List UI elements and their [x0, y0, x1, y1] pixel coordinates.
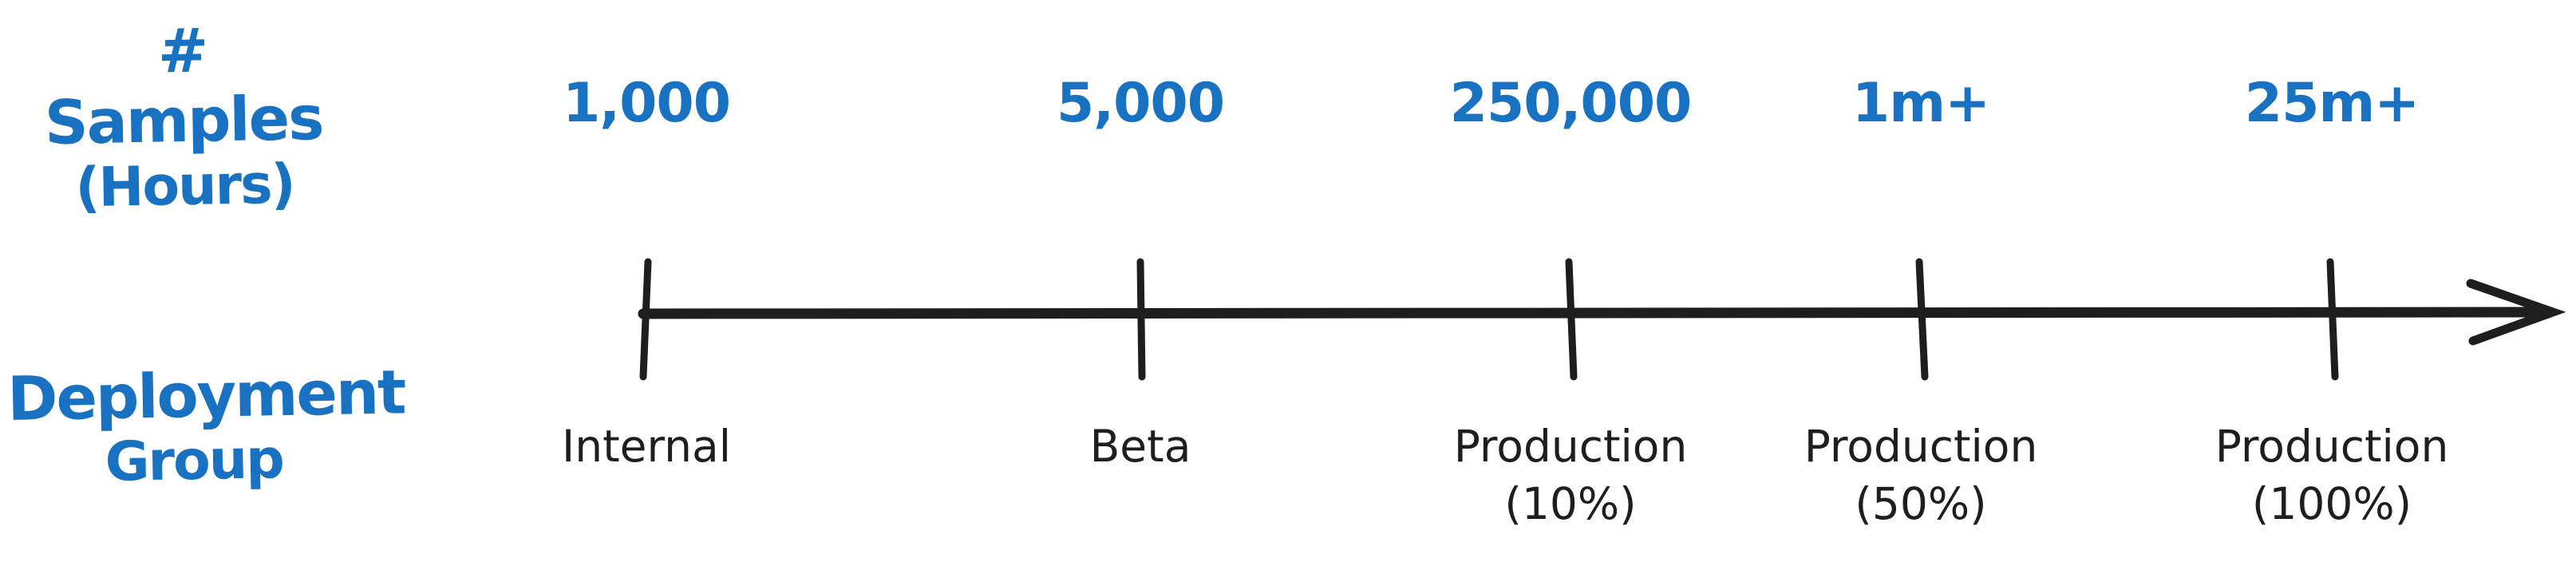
tick-mark-3 [1565, 258, 1578, 381]
sample-count-stage-3: 250,000 [1449, 72, 1693, 135]
sample-count-stage-1: 1,000 [562, 72, 731, 135]
axis-line [638, 307, 2548, 319]
tick-mark-1 [639, 258, 652, 381]
sample-count-stage-5: 25m+ [2244, 72, 2420, 135]
tick-mark-2 [1136, 258, 1146, 381]
sample-count-stage-2: 5,000 [1056, 72, 1225, 135]
deployment-group-stage-2: Beta [1089, 421, 1191, 472]
deployment-group-stage-5: Production (100%) [2214, 421, 2449, 529]
deployment-group-stage-4: Production (50%) [1804, 421, 2038, 529]
sample-count-stage-4: 1m+ [1851, 72, 1990, 135]
deployment-group-stage-3: Production (10%) [1453, 421, 1688, 529]
tick-mark-4 [1915, 258, 1929, 381]
arrow-right-icon [2466, 279, 2566, 346]
deployment-group-stage-1: Internal [562, 421, 731, 472]
tick-mark-5 [2326, 258, 2339, 381]
